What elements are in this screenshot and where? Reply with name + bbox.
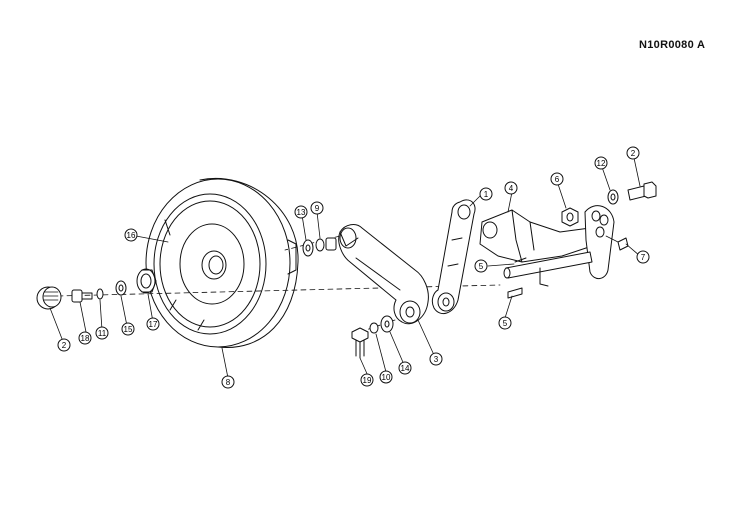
bolt-18-part bbox=[71, 289, 93, 303]
axle-shaft-part bbox=[503, 251, 593, 299]
callout-5-lower: 5 bbox=[498, 316, 512, 330]
callout-18: 18 bbox=[78, 331, 92, 345]
svg-text:12: 12 bbox=[597, 159, 606, 168]
svg-text:16: 16 bbox=[127, 231, 136, 240]
callout-2-bolt: 2 bbox=[626, 146, 640, 160]
svg-text:10: 10 bbox=[382, 373, 391, 382]
callout-7: 7 bbox=[636, 250, 650, 264]
callout-2-cap: 2 bbox=[57, 338, 71, 352]
svg-text:2: 2 bbox=[631, 149, 636, 158]
callout-11: 11 bbox=[95, 326, 109, 340]
callout-14: 14 bbox=[398, 361, 412, 375]
svg-text:9: 9 bbox=[315, 204, 320, 213]
bolt-19-part bbox=[351, 327, 369, 359]
svg-text:1: 1 bbox=[484, 190, 489, 199]
wheel-part bbox=[145, 178, 299, 349]
svg-text:8: 8 bbox=[226, 378, 231, 387]
callout-4: 4 bbox=[504, 181, 518, 195]
bolt-2-part bbox=[627, 181, 657, 201]
drawing-reference-code: N10R0080 A bbox=[639, 39, 706, 51]
callout-16: 16 bbox=[124, 228, 138, 242]
svg-text:15: 15 bbox=[124, 325, 133, 334]
callout-12: 12 bbox=[594, 156, 608, 170]
hub-cap-part bbox=[36, 286, 62, 310]
svg-text:11: 11 bbox=[98, 329, 107, 338]
svg-text:5: 5 bbox=[503, 319, 508, 328]
callout-3: 3 bbox=[429, 352, 443, 366]
svg-text:14: 14 bbox=[401, 364, 410, 373]
svg-text:4: 4 bbox=[509, 184, 514, 193]
svg-text:17: 17 bbox=[149, 320, 158, 329]
callout-group: 1 2 2 3 4 5 5 6 7 8 9 10 11 12 13 14 15 … bbox=[57, 146, 650, 389]
svg-text:18: 18 bbox=[81, 334, 90, 343]
svg-text:13: 13 bbox=[297, 208, 306, 217]
svg-text:19: 19 bbox=[363, 376, 372, 385]
svg-text:3: 3 bbox=[434, 355, 439, 364]
callout-19: 19 bbox=[360, 373, 374, 387]
bearing-17-part bbox=[136, 268, 157, 294]
callout-5-upper: 5 bbox=[474, 259, 488, 273]
svg-text:5: 5 bbox=[479, 262, 484, 271]
callout-8: 8 bbox=[221, 375, 235, 389]
callout-10: 10 bbox=[379, 370, 393, 384]
link-plate-part bbox=[431, 199, 476, 315]
callout-6: 6 bbox=[550, 172, 564, 186]
callout-15: 15 bbox=[121, 322, 135, 336]
callout-1: 1 bbox=[479, 187, 493, 201]
svg-text:7: 7 bbox=[641, 253, 646, 262]
callout-17: 17 bbox=[146, 317, 160, 331]
arm-part bbox=[338, 224, 429, 325]
callout-9: 9 bbox=[310, 201, 324, 215]
svg-text:2: 2 bbox=[62, 341, 67, 350]
bracket-part bbox=[479, 205, 615, 279]
callout-13: 13 bbox=[294, 205, 308, 219]
svg-text:6: 6 bbox=[555, 175, 560, 184]
